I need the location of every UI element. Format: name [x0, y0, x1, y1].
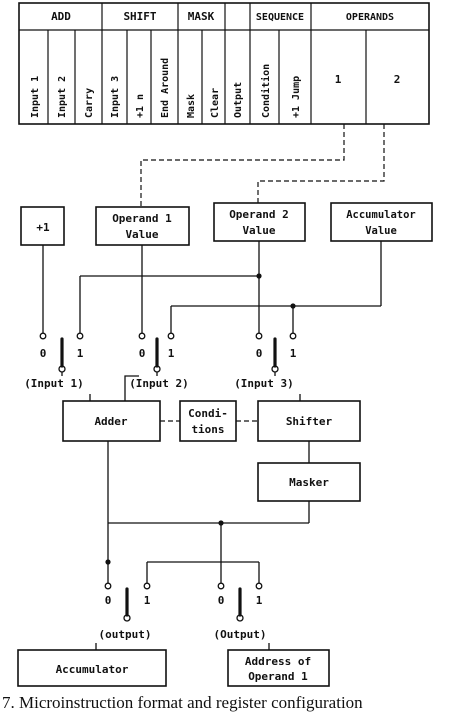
masker-label: Masker	[289, 476, 329, 489]
operand-1-label-line2: Value	[125, 228, 158, 241]
field-condition: Condition	[260, 64, 272, 118]
field-operand-1: 1	[335, 73, 342, 86]
accumulator-value-label-line1: Accumulator	[346, 209, 416, 221]
adder-label: Adder	[94, 415, 127, 428]
switch-3-one: 1	[290, 347, 297, 360]
plus-one-label: +1	[36, 221, 50, 234]
switch-2-one: 1	[168, 347, 175, 360]
input-switch-2: 0 1	[138, 332, 175, 373]
output-right-label: (Output)	[214, 628, 267, 641]
operand-1-address-line	[140, 124, 345, 207]
field-end-around: End Around	[160, 58, 171, 118]
switch-1-zero: 0	[40, 347, 47, 360]
input-2-label: (Input 2)	[129, 377, 189, 390]
output-right-one: 1	[256, 594, 263, 607]
field-input-3: Input 3	[110, 76, 121, 118]
operand-1-value-box	[95, 206, 190, 246]
output-wiring	[105, 441, 310, 583]
field-carry: Carry	[84, 88, 95, 118]
output-left-zero: 0	[105, 594, 112, 607]
field-input-2: Input 2	[57, 76, 68, 118]
conditions-label-line2: tions	[191, 423, 224, 436]
field-plus-one-jump: +1 Jump	[291, 76, 302, 118]
switch-3-zero: 0	[256, 347, 263, 360]
masker-box	[257, 462, 361, 502]
output-switch-right: 0 1	[217, 582, 263, 622]
accumulator-box	[17, 649, 167, 687]
switch-2-zero: 0	[139, 347, 146, 360]
figure-caption: 7. Microinstruction format and register …	[2, 693, 363, 712]
accumulator-value-label-line2: Value	[365, 225, 397, 237]
operand-1-label-line1: Operand 1	[112, 212, 172, 225]
accumulator-value-box	[330, 202, 433, 242]
field-plus-one-n: +1 n	[135, 94, 146, 118]
field-clear: Clear	[210, 88, 221, 118]
address-label-line2: Operand 1	[248, 670, 308, 683]
output-left-label: (output)	[99, 628, 152, 641]
output-left-one: 1	[144, 594, 151, 607]
operand-2-label-line2: Value	[242, 224, 275, 237]
output-switch-left: 0 1	[104, 582, 151, 622]
conditions-label-line1: Condi-	[188, 407, 228, 420]
microinstruction-format-table: ADD SHIFT MASK SEQUENCE OPERANDS Input 1…	[18, 2, 430, 125]
shifter-box	[257, 400, 361, 442]
address-of-operand-box	[227, 649, 330, 687]
group-sequence-label: SEQUENCE	[256, 12, 304, 23]
input-routing	[61, 372, 301, 401]
group-mask-label: MASK	[188, 10, 215, 23]
field-input-1: Input 1	[30, 76, 41, 118]
output-right-zero: 0	[218, 594, 225, 607]
shifter-label: Shifter	[286, 415, 333, 428]
register-wiring	[42, 241, 382, 333]
input-3-label: (Input 3)	[234, 377, 294, 390]
group-operands-label: OPERANDS	[346, 12, 394, 23]
field-operand-2: 2	[394, 73, 401, 86]
field-mask: Mask	[186, 94, 197, 118]
group-shift-label: SHIFT	[123, 10, 156, 23]
operand-2-address-line	[257, 124, 385, 203]
address-label-line1: Address of	[245, 655, 311, 668]
accumulator-label: Accumulator	[56, 663, 129, 676]
operand-2-label-line1: Operand 2	[229, 208, 289, 221]
group-add-label: ADD	[51, 10, 71, 23]
input-switch-3: 0 1	[255, 332, 297, 373]
field-output: Output	[233, 82, 244, 118]
switch-1-one: 1	[77, 347, 84, 360]
input-1-label: (Input 1)	[24, 377, 84, 390]
input-switch-1: 0 1	[39, 332, 84, 373]
